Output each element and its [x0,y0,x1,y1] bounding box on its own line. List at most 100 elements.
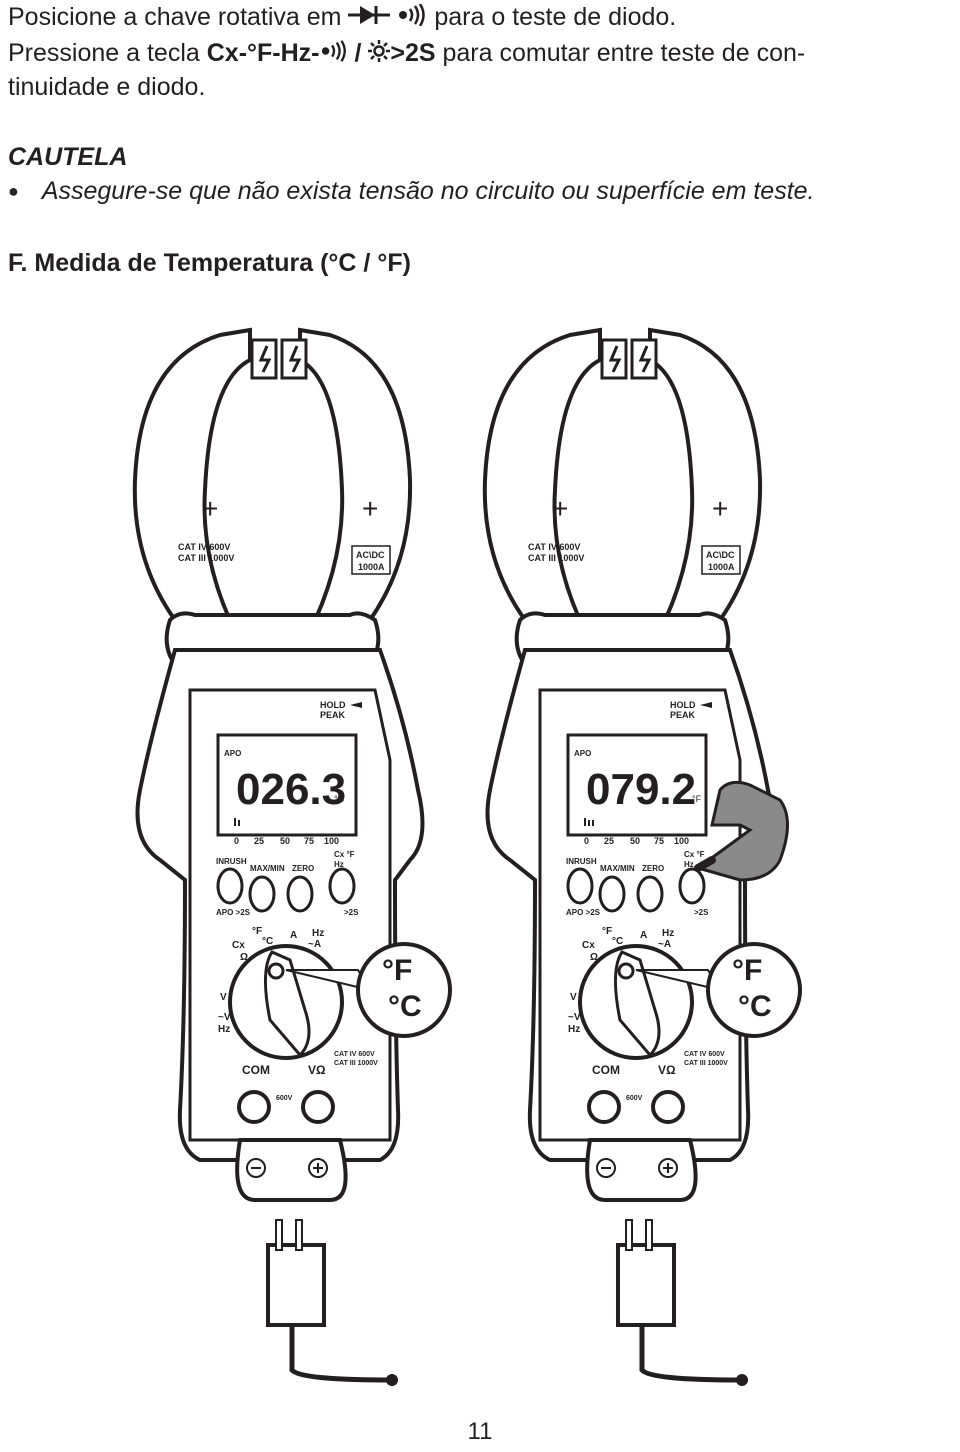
svg-text:°F: °F [732,954,762,987]
inrush-button[interactable] [216,867,244,905]
com-jack[interactable] [237,1090,271,1124]
light-2s-label: >2S [344,908,359,917]
svg-text:°C: °C [738,990,772,1023]
maxmin-label: MAX/MIN [250,864,285,873]
bullet-dot: ● [8,181,19,201]
temperature-adapter [235,1138,348,1202]
svg-text:600V: 600V [626,1095,643,1102]
svg-text:CAT IV 600V: CAT IV 600V [528,542,580,552]
maxmin-button[interactable] [598,875,626,913]
diode-icon [348,3,391,33]
svg-text:AC\DC: AC\DC [706,550,735,560]
svg-text:100: 100 [324,836,339,846]
lcd-reading: 026.3 [236,765,346,814]
zero-label: ZERO [292,864,314,873]
vohm-jack[interactable] [651,1090,685,1124]
svg-text:~V: ~V [218,1012,231,1023]
svg-text:0: 0 [234,836,239,846]
inrush-button[interactable] [566,867,594,905]
svg-text:°F: °F [602,926,612,937]
svg-text:0: 0 [584,836,589,846]
svg-text:>2S: >2S [694,908,709,917]
svg-text:APO >2S: APO >2S [566,908,601,917]
svg-text:CAT III 1000V: CAT III 1000V [528,553,584,563]
svg-text:ZERO: ZERO [642,864,664,873]
zero-button[interactable] [636,875,664,913]
svg-text:50: 50 [630,836,640,846]
clamp-meter-2: + + CAT IV 600V CAT III 1000V AC\DC 100 0… [482,327,802,1386]
svg-text:°C: °C [262,936,273,947]
key-name: Cx-°F-Hz- [206,39,320,67]
svg-text:Hz: Hz [218,1024,230,1035]
instruction-line-1: Posicione a chave rotativa em para o tes… [8,2,676,33]
svg-text:V: V [220,992,227,1003]
maxmin-button[interactable] [248,875,276,913]
svg-text:~A: ~A [658,939,671,950]
zero-button[interactable] [286,875,314,913]
svg-text:Hz: Hz [662,928,674,939]
svg-text:75: 75 [654,836,664,846]
instruction-text: para comutar entre teste de con- [442,39,806,67]
svg-text:A: A [290,930,297,941]
svg-text:MAX/MIN: MAX/MIN [600,864,635,873]
max-volts-label: 600V [276,1095,293,1102]
svg-text:Ω: Ω [240,952,248,963]
svg-text:Hz: Hz [568,1024,580,1035]
com-jack[interactable] [587,1090,621,1124]
continuity-icon [397,3,427,33]
caution-bullet: ● Assegure-se que não exista tensão no c… [8,176,814,208]
hold-label: HOLD [320,700,346,710]
bargraph-scale: 0 25 50 75 100 [234,836,339,846]
key-name: >2S [390,39,436,67]
zoom-c: °C [388,990,422,1023]
svg-text:COM: COM [592,1063,620,1077]
svg-text:Cx: Cx [232,940,245,951]
hz-label: Hz [334,860,344,869]
svg-text:+: + [712,493,728,524]
svg-text:75: 75 [304,836,314,846]
svg-text:25: 25 [254,836,264,846]
acdc-current: 1000A [358,562,385,572]
svg-text:~A: ~A [308,939,321,950]
instruction-text: para o teste de diodo. [434,3,677,31]
svg-text:V: V [570,992,577,1003]
cat-jaw-label-2: CAT III 1000V [178,553,234,563]
svg-text:INRUSH: INRUSH [566,857,597,866]
function-zoom-callout [706,942,802,1038]
vohm-label: VΩ [308,1063,326,1077]
cxf-label: Cx °F [334,850,355,859]
zoom-f: °F [382,954,412,987]
plus-mark-left: + [202,493,218,524]
svg-text:A: A [640,930,647,941]
continuity-icon [320,39,348,69]
svg-text:°F: °F [252,926,262,937]
svg-text:HOLD: HOLD [670,700,696,710]
cat-body-2: CAT III 1000V [334,1060,378,1067]
caution-title: CAUTELA [8,143,128,171]
instruction-text: Posicione a chave rotativa em [8,3,342,31]
svg-text:25: 25 [604,836,614,846]
svg-text:Hz: Hz [312,928,324,939]
lcd-display [216,733,358,837]
lcd-unit: °C [334,794,345,804]
apo-2s-label: APO >2S [216,908,251,917]
svg-text:°C: °C [612,936,623,947]
cxf-button[interactable] [328,867,356,905]
svg-text:PEAK: PEAK [670,710,696,720]
svg-text:VΩ: VΩ [658,1063,676,1077]
vohm-jack[interactable] [301,1090,335,1124]
inrush-label: INRUSH [216,857,247,866]
cat-jaw-label-1: CAT IV 600V [178,542,230,552]
cxf-button[interactable] [678,867,706,905]
svg-text:Cx: Cx [582,940,595,951]
svg-text:CAT IV 600V: CAT IV 600V [684,1051,725,1058]
lcd-apo: APO [224,749,241,758]
function-zoom-callout [356,942,452,1038]
svg-text:100: 100 [674,836,689,846]
page-number: 11 [467,1418,493,1445]
clamp-meter-1: + + CAT IV 600V CAT III 1000V AC\DC 1000… [132,327,452,1386]
section-title: F. Medida de Temperatura (°C / °F) [8,249,411,277]
acdc-label: AC\DC [356,550,385,560]
svg-text:APO: APO [574,749,591,758]
svg-text:+: + [552,493,568,524]
